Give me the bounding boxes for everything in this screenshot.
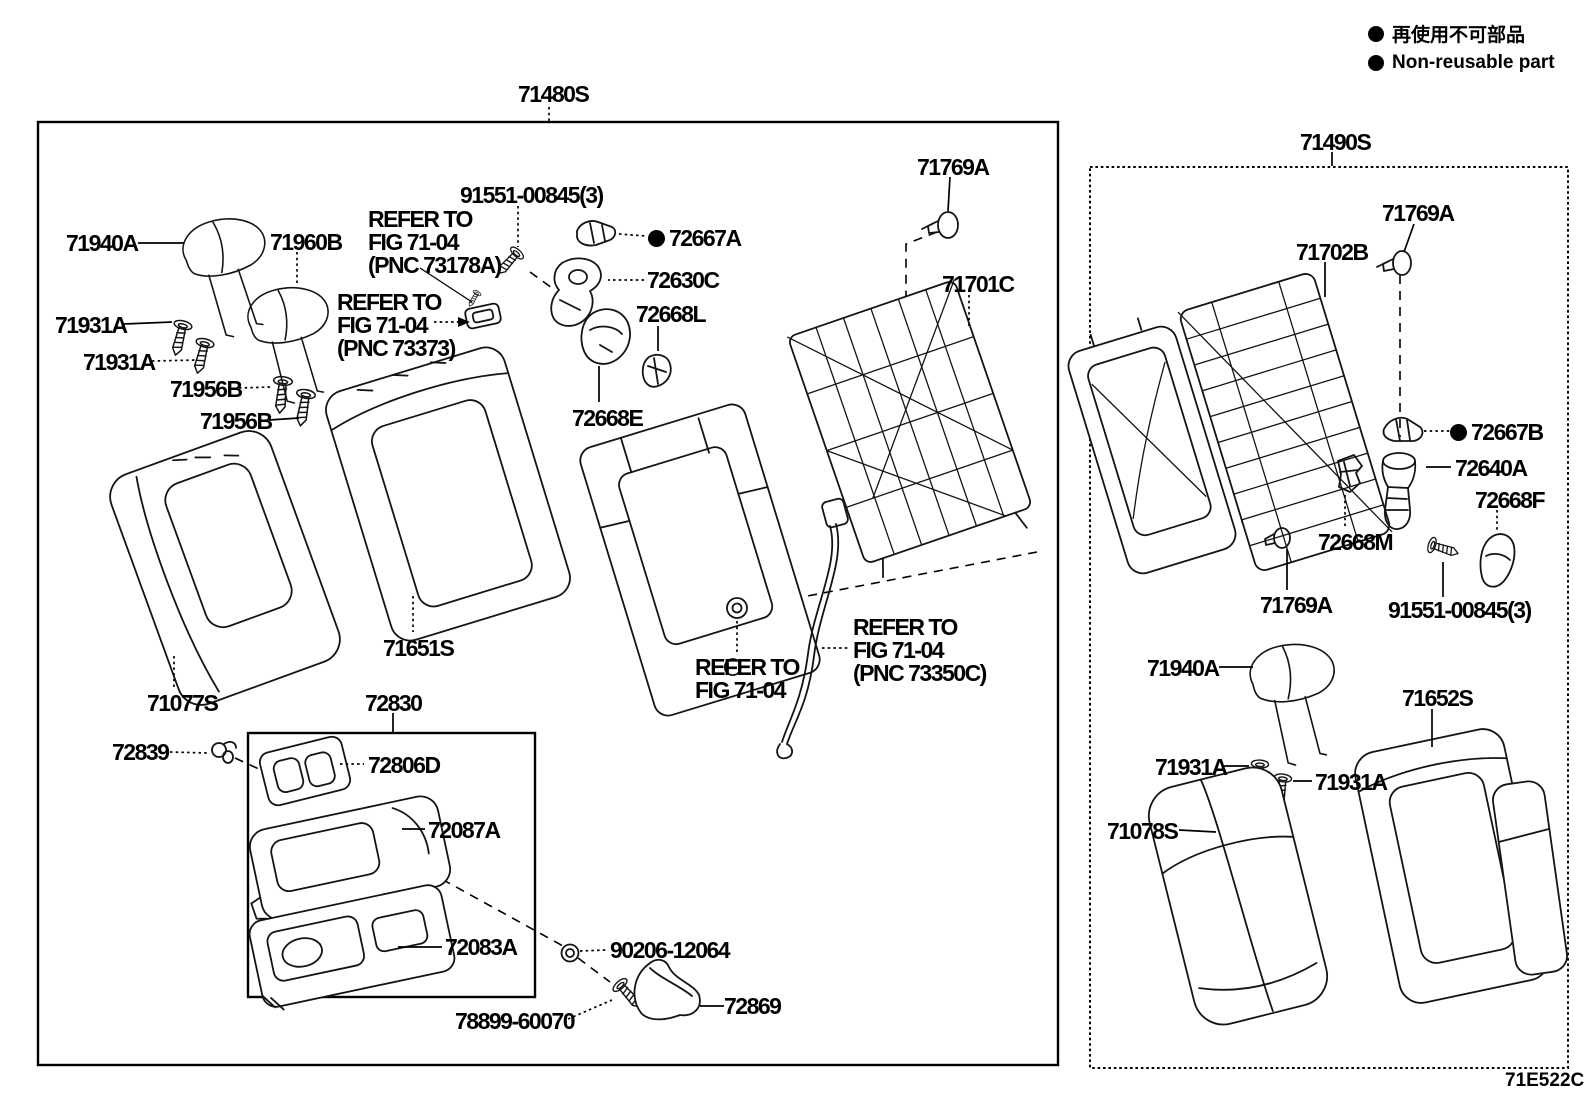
assembly-box-71490s bbox=[1089, 166, 1569, 1069]
part-label-90206-12064: 90206-12064 bbox=[610, 937, 731, 963]
legend: 再使用不可部品 Non-reusable part bbox=[1368, 20, 1555, 79]
cover-72869-drawing bbox=[633, 958, 701, 1021]
grommet-drawing bbox=[726, 597, 748, 619]
assembly-caption-71480s: 71480S bbox=[518, 81, 590, 107]
seatback-inner-frame-drawing bbox=[579, 403, 821, 717]
figure-code: 71E522C bbox=[1505, 1070, 1585, 1091]
part-label-72640a: 72640A bbox=[1455, 455, 1528, 481]
assembly-caption-72830: 72830 bbox=[365, 690, 423, 716]
headrest-support-71956b-drawing bbox=[290, 387, 317, 429]
part-label-71931a: 71931A bbox=[55, 312, 128, 338]
non-reusable-dot-icon bbox=[648, 230, 665, 247]
part-label-72806d: 72806D bbox=[368, 752, 441, 778]
pad-72668e-drawing bbox=[580, 308, 631, 365]
pin-71769a-left-drawing bbox=[921, 211, 959, 239]
part-label-71078s: 71078S bbox=[1107, 818, 1179, 844]
part-label-72667a: 72667A bbox=[648, 227, 742, 250]
seatback-cover-71077s-drawing bbox=[109, 430, 341, 706]
part-label-72668f: 72668F bbox=[1475, 487, 1546, 513]
headrest-71940a-drawing bbox=[178, 213, 279, 343]
part-label-71940a: 71940A bbox=[66, 230, 139, 256]
headrest-71960b-drawing bbox=[244, 283, 339, 408]
part-label-72668l: 72668L bbox=[636, 301, 707, 327]
belt-guide-72640a-drawing bbox=[1381, 452, 1417, 530]
part-label-72668e: 72668E bbox=[572, 405, 644, 431]
refer-note-belt: REFER TO FIG 71-04 bbox=[695, 654, 800, 703]
non-reusable-dot-icon bbox=[1368, 25, 1384, 42]
part-label-71956b: 71956B bbox=[170, 376, 243, 402]
part-label-71931a: 71931A bbox=[1155, 754, 1228, 780]
arrowhead-icon bbox=[458, 317, 470, 327]
seatback-board-rear-drawing bbox=[1067, 317, 1237, 575]
screw-91551-right-drawing bbox=[1425, 535, 1462, 562]
leader-lines-dotted bbox=[151, 107, 1498, 1020]
part-label-72667b: 72667B bbox=[1450, 421, 1544, 444]
seat-cushion-71078s-drawing bbox=[1147, 766, 1329, 1026]
pin-71769a-right-bottom-drawing bbox=[1264, 527, 1291, 549]
part-label-71931a: 71931A bbox=[83, 349, 156, 375]
part-label-72087a: 72087A bbox=[428, 817, 501, 843]
seat-belt-drawing bbox=[776, 497, 849, 760]
headrest-support-71931a-drawing bbox=[187, 336, 216, 377]
clip-72667b-drawing bbox=[1382, 416, 1424, 442]
part-label-72083a: 72083A bbox=[445, 934, 518, 960]
assembly-caption-71490s: 71490S bbox=[1300, 129, 1372, 155]
cup-holder-72806d-drawing bbox=[258, 735, 352, 807]
refer-note-pnc73373: REFER TO FIG 71-04 (PNC 73373) bbox=[337, 289, 456, 361]
part-label-72668m: 72668M bbox=[1318, 529, 1394, 555]
refer-note-pnc73178a: REFER TO FIG 71-04 (PNC 73178A) bbox=[368, 206, 502, 278]
part-label-71701c: 71701C bbox=[942, 271, 1015, 297]
part-label-71940a: 71940A bbox=[1147, 655, 1220, 681]
assembly-box-72830 bbox=[246, 731, 537, 999]
part-label-71769a: 71769A bbox=[1260, 592, 1333, 618]
part-pnc73373-drawing bbox=[464, 288, 502, 330]
legend-text-jp: 再使用不可部品 bbox=[1392, 25, 1526, 46]
assembly-box-71480s bbox=[36, 120, 1060, 1067]
part-label-71702b: 71702B bbox=[1296, 239, 1369, 265]
part-label-91551-00845: 91551-00845(3) bbox=[1388, 597, 1532, 623]
legend-item-non-reusable-en: Non-reusable part bbox=[1368, 52, 1555, 74]
armrest-tray-72083a-drawing bbox=[248, 884, 456, 1011]
part-label-71956b: 71956B bbox=[200, 408, 273, 434]
non-reusable-dot-icon bbox=[1450, 424, 1467, 441]
non-reusable-dot-icon bbox=[1368, 55, 1384, 71]
part-label-71960b: 71960B bbox=[270, 229, 343, 255]
bracket-72668m-drawing bbox=[1337, 454, 1363, 493]
cover-72668f-drawing bbox=[1479, 533, 1516, 588]
clip-72667a-drawing bbox=[576, 220, 617, 247]
headrest-support-71931a-drawing bbox=[165, 318, 194, 359]
nut-90206-drawing bbox=[560, 943, 580, 963]
part-label-72869: 72869 bbox=[724, 993, 782, 1019]
part-label-71077s: 71077S bbox=[147, 690, 219, 716]
seatback-frame-71702b-drawing bbox=[1177, 273, 1393, 571]
part-label-71769a: 71769A bbox=[917, 154, 990, 180]
legend-text-en: Non-reusable part bbox=[1392, 52, 1555, 73]
headrest-71940a-right-drawing bbox=[1247, 640, 1342, 769]
pin-71769a-right-top-drawing bbox=[1376, 250, 1412, 276]
part-label-71769a: 71769A bbox=[1382, 200, 1455, 226]
seatback-cover-flap-drawing bbox=[1492, 780, 1568, 976]
clip-72668l-drawing bbox=[641, 353, 672, 388]
seatback-board-71701c-drawing bbox=[787, 279, 1032, 579]
part-label-72839: 72839 bbox=[112, 739, 170, 765]
refer-note-pnc73350c: REFER TO FIG 71-04 (PNC 73350C) bbox=[853, 614, 987, 686]
bracket-72630c-drawing bbox=[550, 257, 602, 327]
part-label-91551-00845: 91551-00845(3) bbox=[460, 182, 604, 208]
legend-item-non-reusable-jp: 再使用不可部品 bbox=[1368, 20, 1555, 47]
part-label-71931a: 71931A bbox=[1315, 769, 1388, 795]
seatback-cover-71651s-drawing bbox=[325, 346, 571, 642]
part-label-71652s: 71652S bbox=[1402, 685, 1474, 711]
pin-72839-drawing bbox=[211, 741, 237, 764]
part-label-78899-60070: 78899-60070 bbox=[455, 1008, 576, 1034]
part-label-71651s: 71651S bbox=[383, 635, 455, 661]
leader-lines-solid bbox=[123, 152, 1451, 1007]
part-label-72630c: 72630C bbox=[647, 267, 720, 293]
